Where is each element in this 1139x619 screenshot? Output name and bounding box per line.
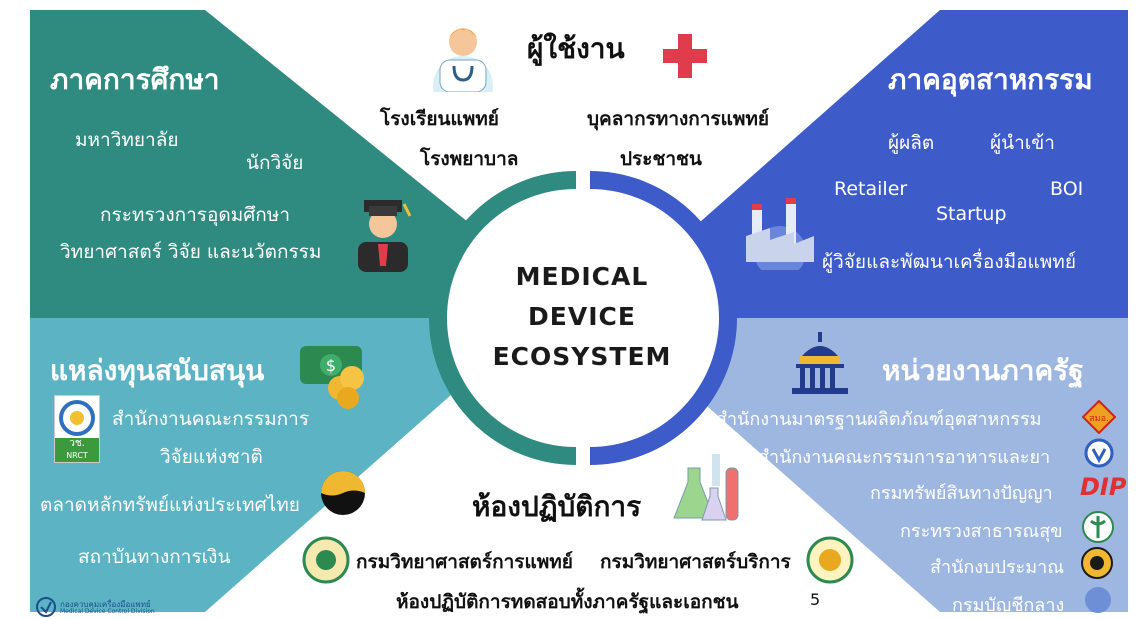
education-item: กระทรวงการอุดมศึกษา — [100, 204, 290, 226]
ring-left-arc — [429, 171, 577, 465]
government-item: กรมบัญชีกลาง — [952, 595, 1065, 616]
nrct-emblem-icon — [59, 400, 95, 436]
center-title-line1: MEDICAL — [515, 262, 649, 291]
users-item: โรงเรียนแพทย์ — [380, 108, 499, 130]
factory-icon — [746, 198, 814, 270]
moph-logo-icon — [1082, 511, 1114, 543]
doctor-icon — [433, 28, 493, 92]
industry-item: Retailer — [834, 178, 908, 200]
government-item: สำนักงานมาตรฐานผลิตภัณฑ์อุตสาหกรรม — [716, 409, 1042, 430]
footer-org-en: Medical Device Control Division — [60, 608, 155, 615]
graduate-icon — [358, 200, 412, 272]
set-logo-icon — [321, 471, 365, 515]
funding-item: สถาบันทางการเงิน — [78, 546, 231, 568]
funding-heading: แหล่งทุนสนับสนุน — [50, 354, 265, 387]
industry-item: BOI — [1050, 178, 1084, 200]
government-building-icon — [792, 332, 848, 394]
government-item: กระทรวงสาธารณสุข — [900, 521, 1063, 542]
lab-flasks-icon — [673, 454, 739, 521]
nrct-logo: วช. NRCT — [54, 395, 100, 463]
industry-item: ผู้ผลิต — [888, 132, 935, 154]
page-number: 5 — [810, 590, 821, 609]
footer-org: กองควบคุมเครื่องมือแพทย์ — [60, 600, 151, 609]
money-icon: $ — [300, 346, 364, 409]
center-title-line2: DEVICE — [528, 302, 636, 331]
government-item: กรมทรัพย์สินทางปัญญา — [870, 483, 1053, 504]
government-item: สำนักงานคณะกรรมการอาหารและยา — [758, 447, 1051, 468]
education-item: มหาวิทยาลัย — [75, 129, 179, 151]
fda-logo-icon — [1084, 438, 1114, 468]
users-heading: ผู้ใช้งาน — [527, 32, 625, 65]
funding-item: สำนักงานคณะกรรมการ — [112, 408, 310, 430]
dip-logo: DIP — [1080, 473, 1127, 501]
education-heading: ภาคการศึกษา — [50, 63, 220, 96]
ring-right-arc — [589, 171, 737, 465]
lab-item: กรมวิทยาศาสตร์บริการ — [600, 551, 791, 573]
funding-item: ตลาดหลักทรัพย์แห่งประเทศไทย — [40, 494, 300, 516]
funding-item: วิจัยแห่งชาติ — [160, 446, 263, 468]
budget-bureau-logo-icon — [1081, 547, 1113, 579]
comptroller-logo-icon — [1085, 587, 1111, 613]
svg-text:$: $ — [326, 356, 336, 375]
industry-item: ผู้วิจัยและพัฒนาเครื่องมือแพทย์ — [822, 251, 1076, 273]
lab-item: ห้องปฏิบัติการทดสอบทั้งภาครัฐและเอกชน — [396, 591, 739, 613]
lab-heading: ห้องปฏิบัติการ — [472, 490, 642, 523]
funding-panel — [30, 318, 468, 612]
industry-item: Startup — [936, 203, 1007, 225]
tisi-logo-icon: สมอ. — [1082, 400, 1116, 434]
division-logo-icon — [36, 597, 56, 617]
industry-item: ผู้นำเข้า — [990, 132, 1055, 154]
users-item: ประชาชน — [620, 148, 702, 170]
users-item: โรงพยาบาล — [420, 148, 519, 170]
education-item: วิทยาศาสตร์ วิจัย และนวัตกรรม — [60, 241, 322, 263]
government-item: สำนักงบประมาณ — [930, 557, 1064, 578]
nrct-logo-sub: NRCT — [66, 451, 88, 460]
nrct-logo-text: วช. — [69, 438, 85, 449]
lab-item: กรมวิทยาศาสตร์การแพทย์ — [356, 551, 573, 573]
dmsc-logo-icon — [302, 536, 350, 584]
svg-text:สมอ.: สมอ. — [1089, 414, 1109, 424]
medical-plus-icon — [663, 34, 707, 78]
dss-logo-icon — [806, 536, 854, 584]
education-item: นักวิจัย — [246, 152, 304, 174]
industry-heading: ภาคอุตสาหกรรม — [888, 63, 1093, 96]
education-panel — [30, 10, 468, 318]
center-title-line3: ECOSYSTEM — [492, 342, 672, 371]
users-item: บุคลากรทางการแพทย์ — [587, 108, 770, 130]
government-heading: หน่วยงานภาครัฐ — [882, 354, 1084, 387]
